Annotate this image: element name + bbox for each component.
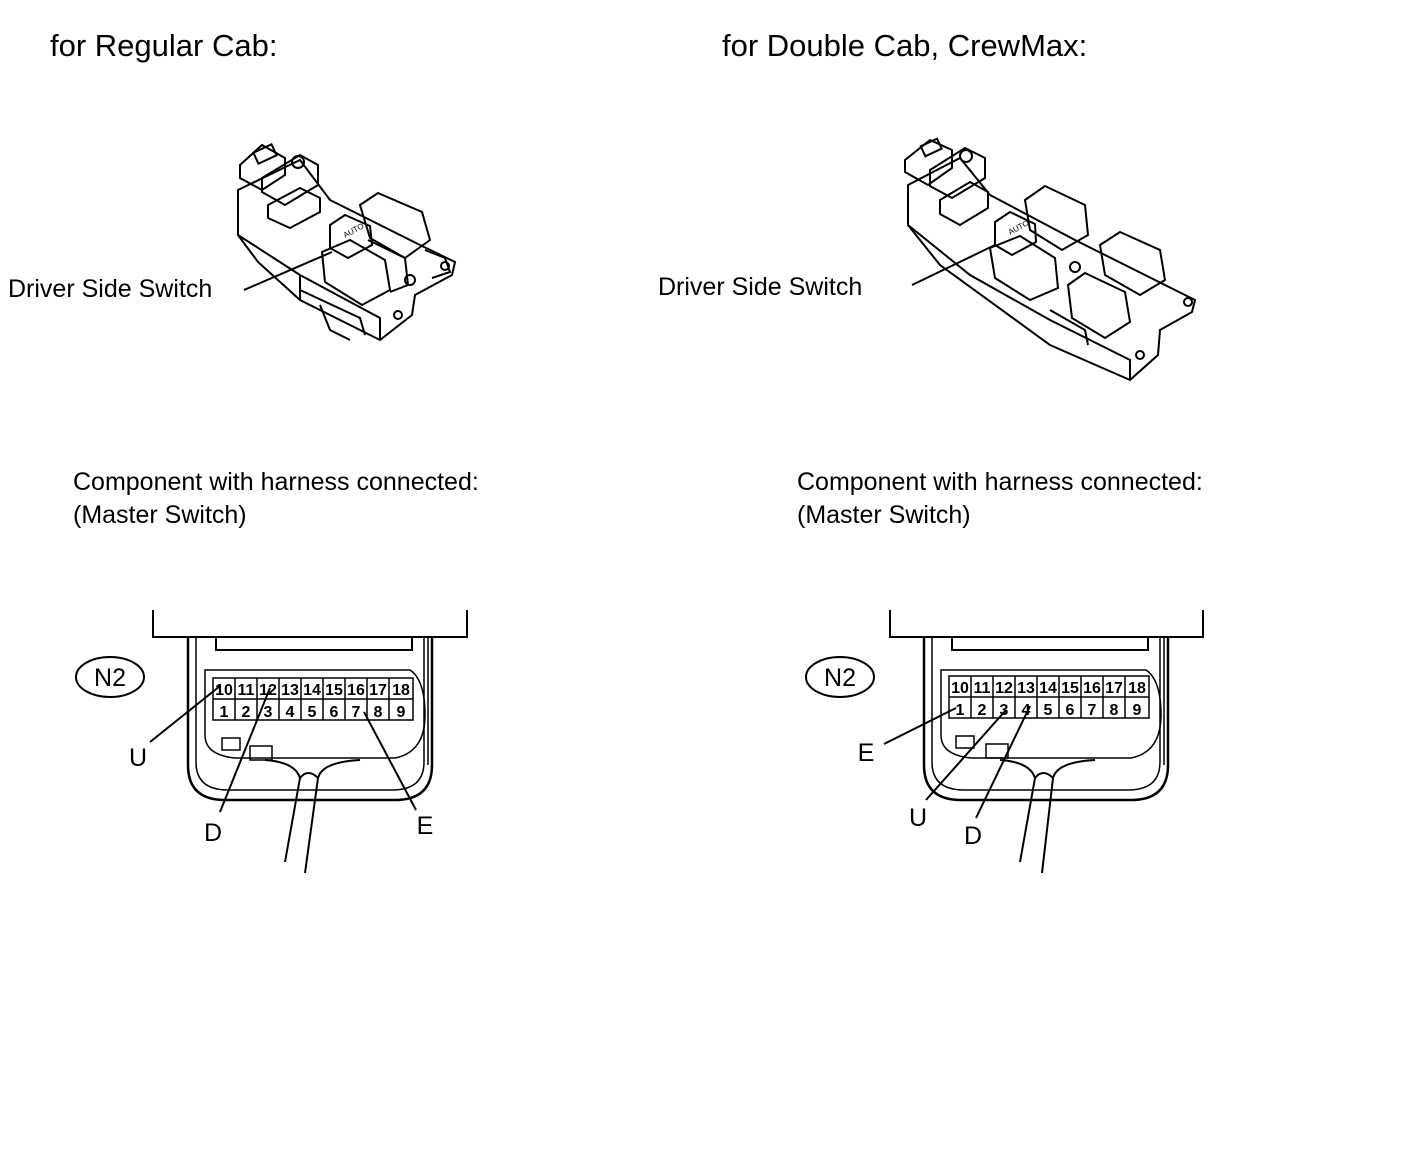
switch-leader-right: [911, 244, 996, 286]
harness-wire-right-b: [1041, 759, 1096, 874]
caption-left-line1: Component with harness connected:: [73, 468, 479, 496]
connector-tag-right: [805, 656, 875, 698]
connector-regular-cab: 10 11 12 13 14 15 16 17 18 1 2 3 4 5 6 7…: [75, 610, 468, 874]
heading-regular-cab: for Regular Cab:: [50, 28, 278, 63]
pin-right-4: 4: [1022, 702, 1031, 719]
pin-left-10: 10: [215, 682, 233, 699]
leader-left-d: [219, 687, 271, 813]
leader-left-e: [363, 711, 417, 811]
switch-illustration-double-cab: AUTO: [904, 137, 1197, 382]
pin-right-1: 1: [956, 702, 965, 719]
pin-right-13: 13: [1017, 680, 1035, 697]
switch-leader-left: [243, 251, 333, 291]
pin-left-1: 1: [220, 704, 229, 721]
pin-right-6: 6: [1066, 702, 1075, 719]
leader-right-e: [883, 707, 957, 745]
terminal-right-u: U: [909, 804, 927, 832]
switch-illustration-regular: AUTO: [237, 143, 457, 342]
pin-right-16: 16: [1083, 680, 1101, 697]
svg-text:AUTO: AUTO: [1007, 218, 1031, 236]
pin-right-18: 18: [1128, 680, 1146, 697]
leader-right-d: [975, 705, 1031, 819]
pin-left-2: 2: [242, 704, 251, 721]
pin-left-8: 8: [374, 704, 383, 721]
housing-left: [186, 637, 434, 802]
pin-right-5: 5: [1044, 702, 1053, 719]
pin-left-3: 3: [264, 704, 273, 721]
leader-right-u: [925, 709, 1007, 801]
pin-right-2: 2: [978, 702, 987, 719]
terminal-left-e: E: [417, 812, 434, 840]
pin-left-4: 4: [286, 704, 295, 721]
pin-right-3: 3: [1000, 702, 1009, 719]
harness-wire-left-b: [304, 759, 361, 874]
pin-right-11: 11: [974, 680, 991, 697]
harness-wire-left-a: [264, 759, 302, 863]
bracket-right: [889, 610, 1204, 638]
terminal-right-e: E: [858, 739, 875, 767]
driver-side-switch-label-right: Driver Side Switch: [658, 273, 863, 301]
driver-side-switch-label-left: Driver Side Switch: [8, 275, 213, 303]
pin-right-17: 17: [1105, 680, 1123, 697]
pin-left-6: 6: [330, 704, 339, 721]
svg-text:AUTO: AUTO: [342, 221, 366, 239]
pin-left-13: 13: [281, 682, 299, 699]
bracket-left: [152, 610, 468, 638]
pin-right-8: 8: [1110, 702, 1119, 719]
leader-left-u: [149, 685, 221, 743]
pin-left-9: 9: [397, 704, 406, 721]
caption-left-line2: (Master Switch): [73, 501, 247, 529]
pin-right-10: 10: [951, 680, 969, 697]
pin-right-9: 9: [1133, 702, 1142, 719]
terminal-left-d: D: [204, 819, 222, 847]
heading-double-cab: for Double Cab, CrewMax:: [722, 28, 1088, 63]
pin-left-14: 14: [303, 682, 321, 699]
pin-right-7: 7: [1088, 702, 1097, 719]
pin-right-14: 14: [1039, 680, 1057, 697]
caption-right-line1: Component with harness connected:: [797, 468, 1203, 496]
pin-left-16: 16: [347, 682, 365, 699]
caption-right-line2: (Master Switch): [797, 501, 971, 529]
terminal-left-u: U: [129, 744, 147, 772]
pin-left-17: 17: [369, 682, 387, 699]
connector-tag-left-text: N2: [94, 664, 126, 692]
housing-right: [922, 637, 1170, 802]
pin-right-12: 12: [995, 680, 1013, 697]
harness-wire-right-a: [999, 759, 1037, 863]
pin-left-5: 5: [308, 704, 317, 721]
pin-left-11: 11: [238, 682, 255, 699]
pin-left-18: 18: [392, 682, 410, 699]
pin-right-15: 15: [1061, 680, 1079, 697]
pin-left-7: 7: [352, 704, 361, 721]
terminal-right-d: D: [964, 822, 982, 850]
connector-tag-right-text: N2: [824, 664, 856, 692]
caption-right: Component with harness connected: (Maste…: [797, 466, 1203, 532]
pin-left-15: 15: [325, 682, 343, 699]
connector-tag-left: [75, 656, 145, 698]
connector-double-cab: 10 11 12 13 14 15 16 17 18 1 2 3 4 5 6 7…: [805, 610, 1204, 874]
caption-left: Component with harness connected: (Maste…: [73, 466, 479, 532]
